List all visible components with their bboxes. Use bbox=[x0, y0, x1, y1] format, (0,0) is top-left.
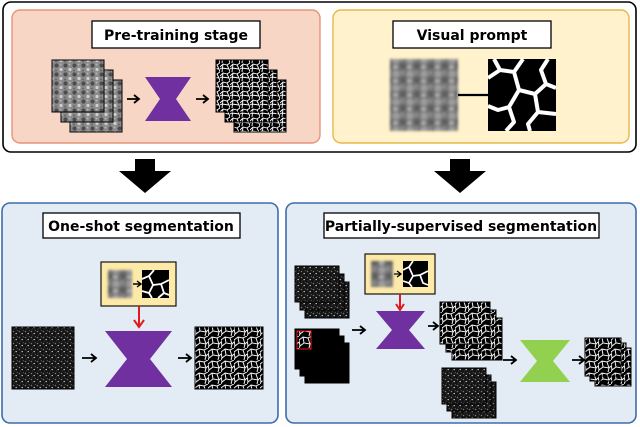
one-shot-red-arrow bbox=[133, 306, 145, 329]
partially-supervised-title: Partially-supervised segmentation bbox=[325, 219, 597, 235]
one-shot-prompt-arrow bbox=[133, 280, 143, 288]
prompt-mask bbox=[486, 57, 557, 133]
down-arrow-icon bbox=[119, 159, 171, 193]
ps-pseudo-label-stack bbox=[439, 301, 503, 361]
pretraining-network bbox=[145, 77, 191, 121]
one-shot-title: One-shot segmentation bbox=[48, 219, 234, 235]
ps-prompt-arrow bbox=[394, 270, 403, 278]
one-shot-title-box bbox=[42, 212, 241, 239]
pretraining-title-box bbox=[91, 20, 261, 49]
ps-image-stack bbox=[441, 367, 497, 419]
ps-partial-label-stack bbox=[294, 328, 350, 384]
ps-network-purple bbox=[376, 311, 425, 349]
ps-network-green bbox=[520, 340, 570, 382]
pretraining-arrow-1 bbox=[127, 94, 141, 104]
ps-unlabeled-input-stack bbox=[294, 265, 350, 319]
pretraining-input-stack bbox=[51, 59, 123, 133]
one-shot-arrow-1 bbox=[82, 353, 98, 363]
visual-prompt-title-box bbox=[392, 20, 552, 49]
one-shot-prompt-mask bbox=[141, 269, 170, 299]
ps-arrow-4 bbox=[572, 355, 586, 365]
visual-prompt-title: Visual prompt bbox=[417, 28, 528, 44]
ps-arrow-3 bbox=[503, 355, 518, 365]
pretraining-title: Pre-training stage bbox=[104, 28, 248, 44]
one-shot-output-mask bbox=[194, 326, 264, 390]
ps-labeled-region bbox=[296, 330, 312, 350]
ps-red-arrow bbox=[395, 294, 405, 312]
ps-prompt-image bbox=[371, 261, 393, 287]
prompt-image bbox=[390, 59, 458, 131]
pretraining-arrow-2 bbox=[196, 94, 210, 104]
ps-arrow-1 bbox=[352, 325, 367, 335]
ps-final-output-stack bbox=[584, 337, 632, 387]
partially-supervised-title-box bbox=[323, 212, 600, 239]
ps-arrow-2 bbox=[428, 321, 440, 331]
one-shot-prompt-image bbox=[108, 270, 132, 298]
one-shot-arrow-2 bbox=[178, 353, 193, 363]
one-shot-input-image bbox=[11, 326, 75, 390]
down-arrow-icon bbox=[434, 159, 486, 193]
ps-prompt-mask bbox=[402, 260, 429, 288]
one-shot-network bbox=[105, 331, 172, 387]
pretraining-output-stack bbox=[215, 59, 287, 133]
